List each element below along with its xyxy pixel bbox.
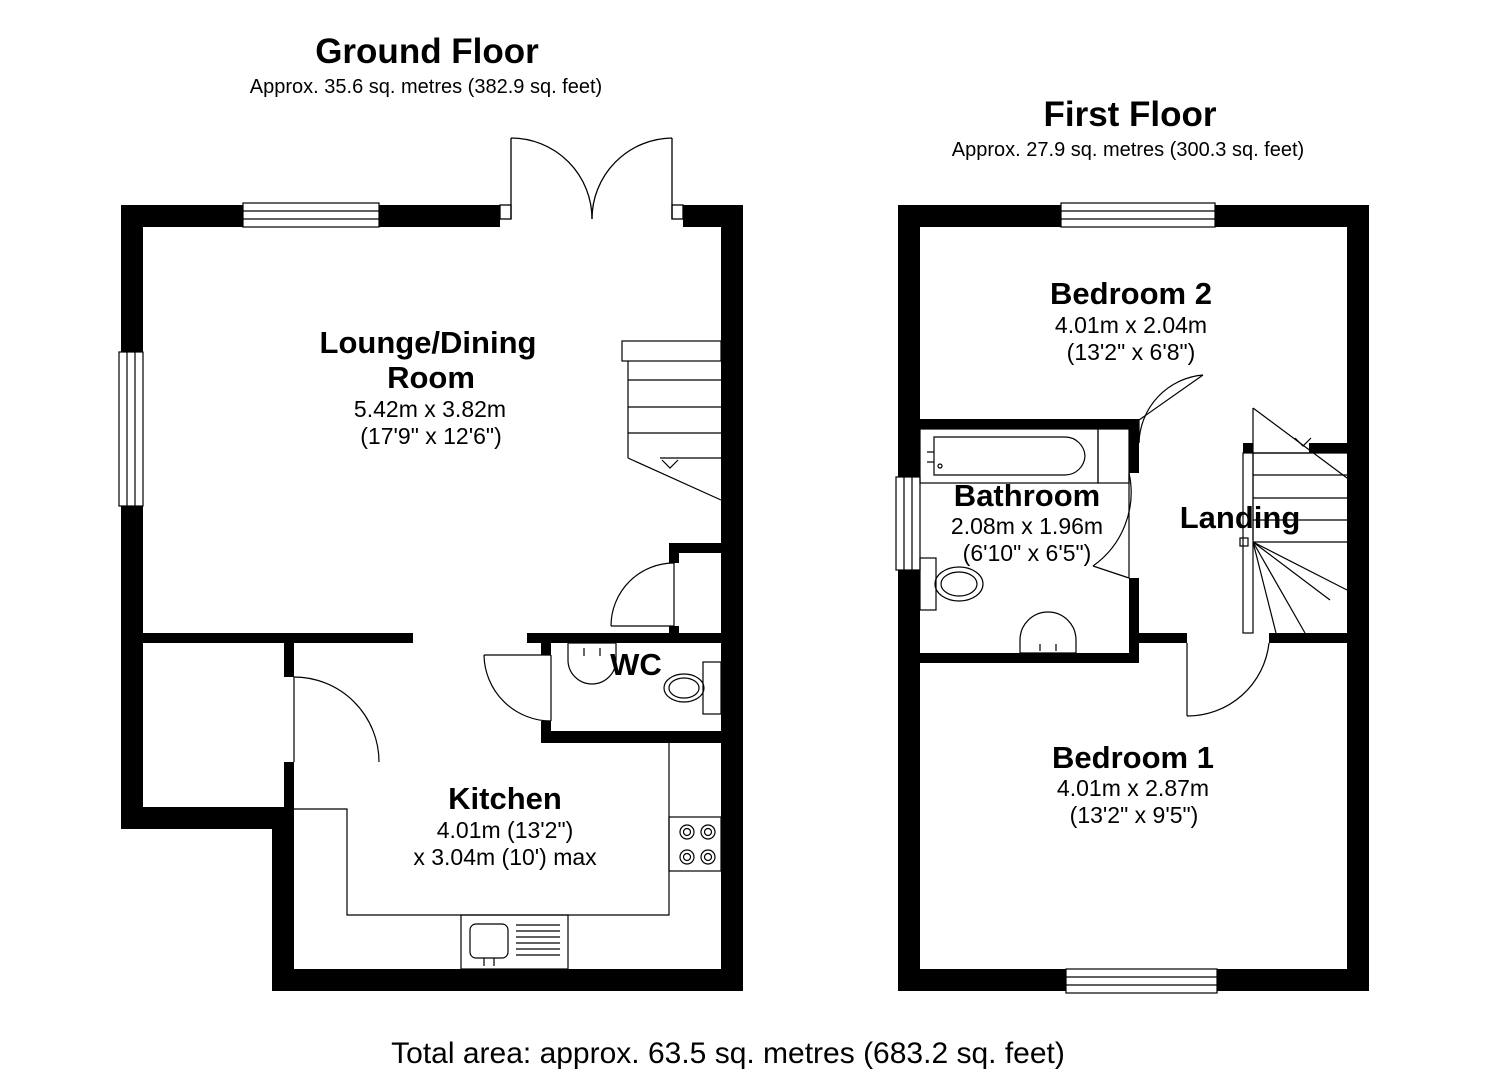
lounge-name-line2: Room	[387, 360, 475, 395]
lounge-dim-metric: 5.42m x 3.82m	[353, 396, 507, 422]
bedroom1-dim-metric: 4.01m x 2.87m	[1056, 775, 1210, 801]
kitchen-name: Kitchen	[448, 781, 562, 816]
kitchen-dim-line1: 4.01m (13'2")	[436, 817, 574, 843]
wc-name: WC	[610, 647, 662, 682]
ground-floor-area: Approx. 35.6 sq. metres (382.9 sq. feet)	[249, 76, 603, 98]
landing-name: Landing	[1179, 500, 1301, 535]
wc-fittings	[567, 642, 722, 715]
bedroom1-dim-imperial: (13'2" x 9'5")	[1069, 802, 1199, 828]
first-floor-staircase	[1239, 407, 1348, 634]
ground-floor-staircase	[621, 340, 722, 501]
bathroom-name: Bathroom	[953, 478, 1101, 513]
ground-floor-french-doors	[499, 137, 684, 220]
lounge-dim-imperial: (17'9" x 12'6")	[360, 423, 502, 449]
ground-floor-plan	[118, 137, 743, 991]
ground-floor-title: Ground Floor	[315, 32, 539, 71]
first-floor-internal-walls	[920, 419, 1347, 663]
kitchen-units	[294, 743, 722, 970]
bathroom-dim-imperial: (6'10" x 6'5")	[962, 540, 1092, 566]
bath	[919, 428, 1130, 484]
bathroom-dim-metric: 2.08m x 1.96m	[950, 513, 1104, 539]
kitchen-dim-line2: x 3.04m (10') max	[413, 844, 597, 870]
bedroom2-name: Bedroom 2	[1050, 276, 1212, 311]
ground-floor-windows	[118, 202, 380, 507]
first-floor-windows	[895, 202, 1218, 994]
bedroom1-name: Bedroom 1	[1052, 740, 1214, 775]
first-floor-plan	[895, 202, 1369, 994]
first-floor-area: Approx. 27.9 sq. metres (300.3 sq. feet)	[951, 139, 1305, 161]
bathroom-fittings	[919, 557, 1077, 654]
total-area: Total area: approx. 63.5 sq. metres (683…	[391, 1037, 1065, 1070]
ground-floor-doors	[293, 562, 675, 763]
ground-floor-internal-walls	[143, 543, 721, 807]
bedroom2-dim-imperial: (13'2" x 6'8")	[1066, 339, 1196, 365]
ground-floor-outer-walls	[121, 205, 743, 991]
lounge-name-line1: Lounge/Dining	[319, 325, 537, 360]
bedroom2-dim-metric: 4.01m x 2.04m	[1054, 312, 1208, 338]
first-floor-title: First Floor	[1043, 95, 1217, 134]
